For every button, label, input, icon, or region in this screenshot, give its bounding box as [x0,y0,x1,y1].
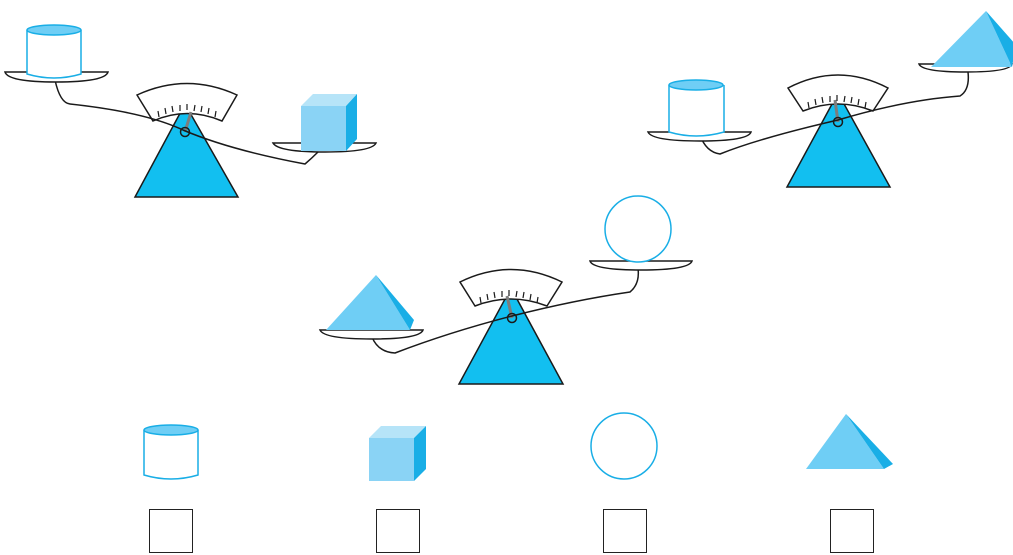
cube-icon [301,94,357,151]
pyramid-icon [931,11,1013,67]
sphere-icon [591,413,657,479]
answer-shape-cube [369,426,426,481]
left-pan [320,330,423,339]
answer-box-cube[interactable] [376,509,420,553]
answer-shape-pyramid [806,414,893,469]
answer-box-pyramid[interactable] [830,509,874,553]
cylinder-icon [27,25,81,78]
balance-scale-1 [5,25,376,197]
answer-shape-sphere [591,413,657,479]
cube-icon [369,426,426,481]
balance-scale-2 [648,11,1013,187]
cylinder-icon [669,80,724,136]
sphere-icon [605,196,671,262]
answer-shape-cylinder [144,425,198,479]
answer-box-sphere[interactable] [603,509,647,553]
pyramid-icon [806,414,893,469]
answer-box-cylinder[interactable] [149,509,193,553]
pyramid-icon [326,275,414,330]
balance-scale-3 [320,196,692,384]
cylinder-icon [144,425,198,479]
